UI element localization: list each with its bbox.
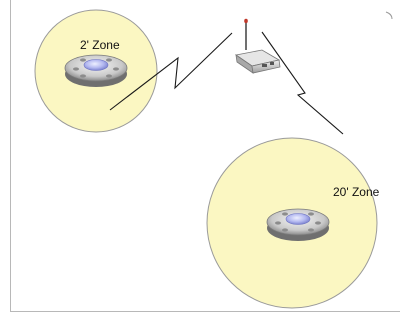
round-sensor-device-icon (64, 54, 128, 88)
signal-line-small-zone (109, 32, 233, 111)
corner-mark (385, 11, 393, 20)
signal-line-large-zone (261, 31, 344, 135)
zone-label-small: 2' Zone (80, 38, 120, 52)
diagram-frame (10, 0, 400, 312)
zone-label-large: 20' Zone (333, 185, 380, 199)
wireless-router-icon (234, 18, 281, 74)
round-sensor-device-icon (266, 208, 330, 242)
